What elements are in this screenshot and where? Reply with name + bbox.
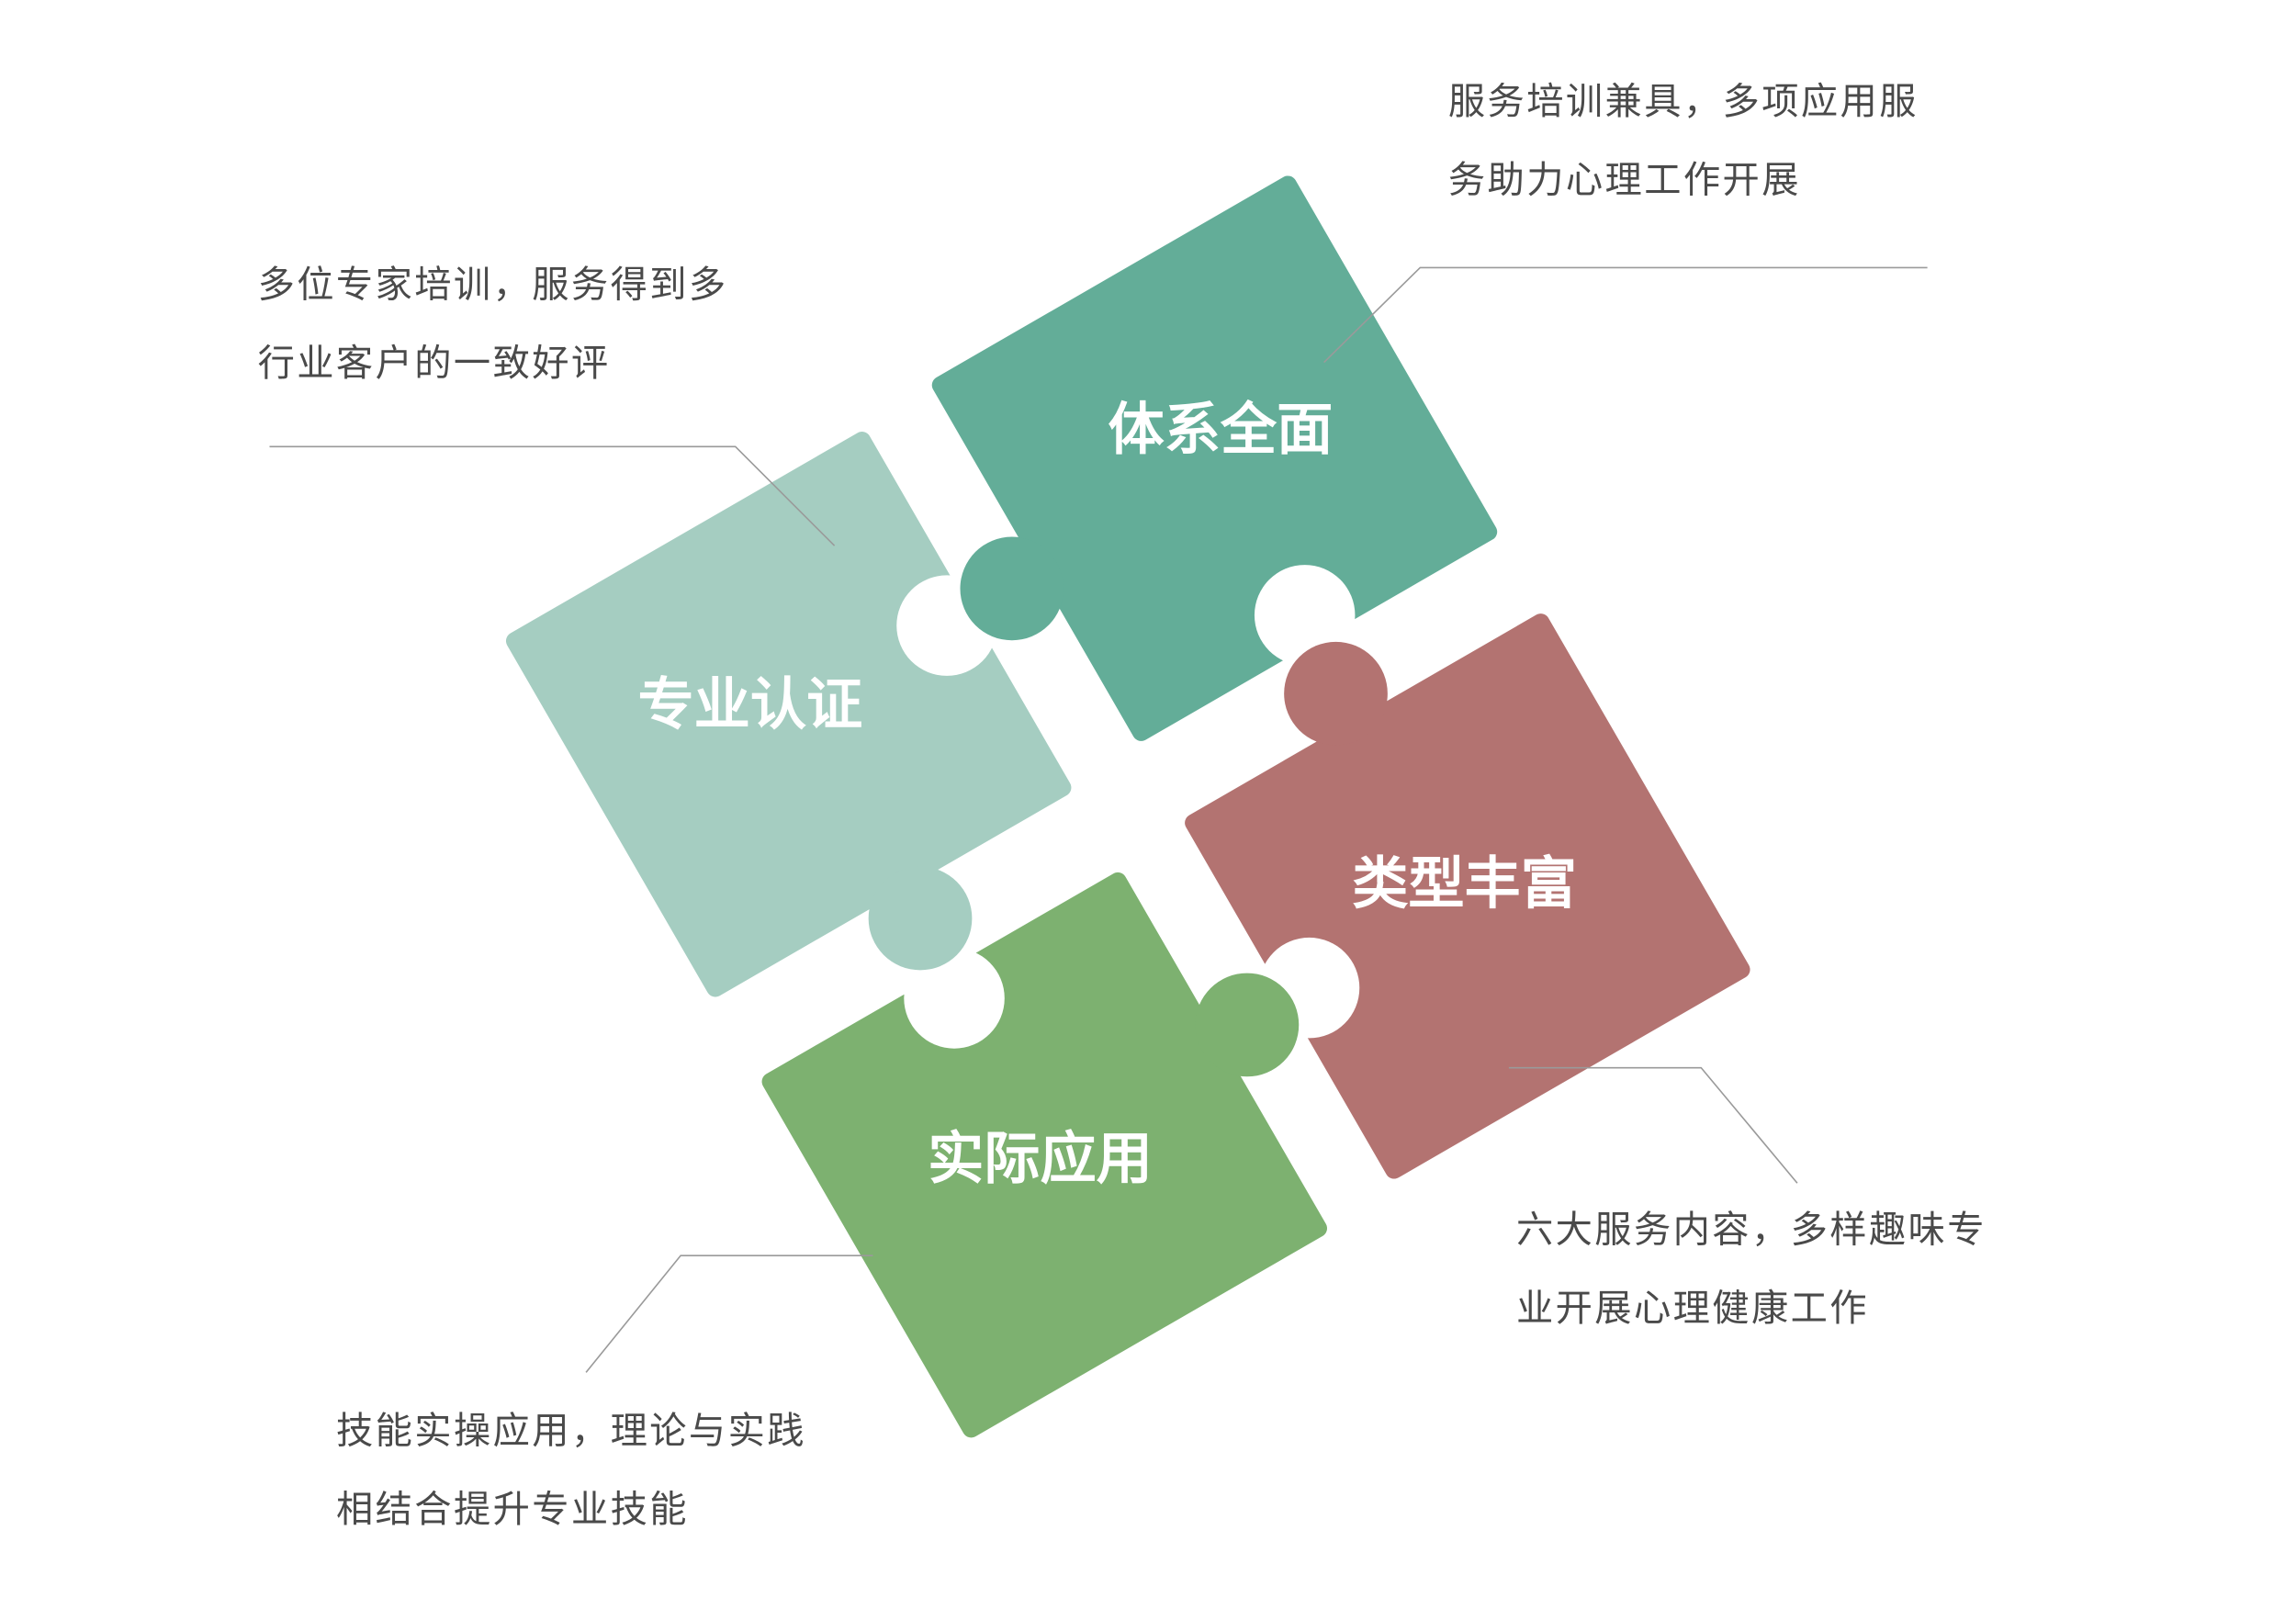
puzzle-piece-certification: [505, 432, 1072, 997]
leader-line: [269, 445, 836, 546]
desc-application-line2: 相结合提升专业技能: [336, 1489, 689, 1531]
leader-line: [1323, 266, 1928, 364]
puzzle-knob: [1284, 641, 1388, 746]
leader-line: [585, 1255, 873, 1373]
desc-certification-line2: 行业客户的一致好评: [258, 343, 611, 385]
puzzle-hole: [904, 948, 1005, 1049]
puzzle-knob: [868, 866, 973, 971]
puzzle-knob: [960, 536, 1064, 641]
puzzle-knob: [1195, 973, 1300, 1077]
desc-comprehensive-line2: 务助力心理工作开展: [1448, 159, 1801, 201]
piece-title-application: 实际应用: [928, 1126, 1153, 1191]
piece-title-variety: 类型丰富: [1352, 851, 1577, 917]
puzzle-hole: [1254, 565, 1356, 666]
puzzle-piece-application: [761, 872, 1328, 1438]
piece-title-comprehensive: 体系全面: [1109, 397, 1334, 462]
leader-line: [1508, 1066, 1798, 1184]
desc-variety-line1: 六大服务内容，多样趣味专: [1516, 1210, 1986, 1252]
desc-variety-line2: 业开展心理健康工作: [1516, 1288, 1869, 1330]
puzzle-piece-comprehensive: [931, 175, 1498, 741]
puzzle-piece-variety: [1185, 613, 1750, 1179]
desc-application-line1: 技能实操应用，理论与实践: [336, 1411, 806, 1453]
desc-comprehensive-line1: 服务培训兼具，多项应用服: [1448, 81, 1919, 123]
desc-certification-line1: 多位专家培训，服务得到多: [258, 264, 728, 307]
piece-title-certification: 专业认证: [637, 672, 862, 737]
